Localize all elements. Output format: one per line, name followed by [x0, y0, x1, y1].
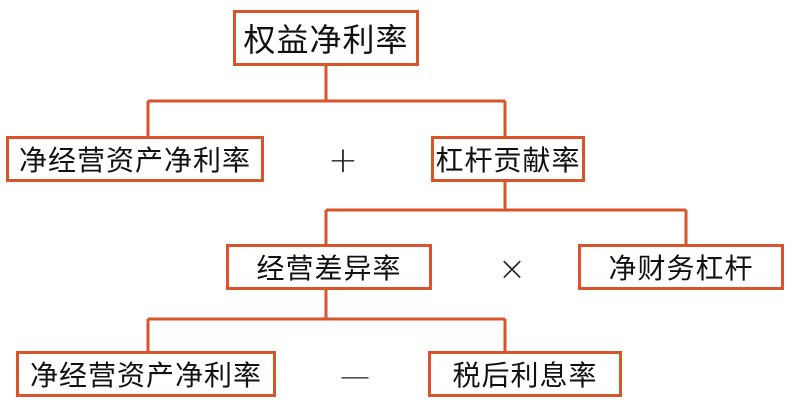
node-level2-left: 经营差异率 — [226, 244, 432, 290]
node-root: 权益净利率 — [233, 10, 419, 66]
node-level2-right: 净财务杠杆 — [578, 244, 784, 290]
node-level3-left: 净经营资产净利率 — [16, 351, 276, 397]
node-level1-left: 净经营资产净利率 — [6, 136, 264, 182]
operator-times: × — [497, 249, 527, 289]
operator-plus: + — [327, 140, 359, 181]
node-level1-right: 杠杆贡献率 — [431, 136, 585, 182]
node-level3-right: 税后利息率 — [428, 351, 622, 397]
operator-minus: — — [340, 359, 370, 394]
